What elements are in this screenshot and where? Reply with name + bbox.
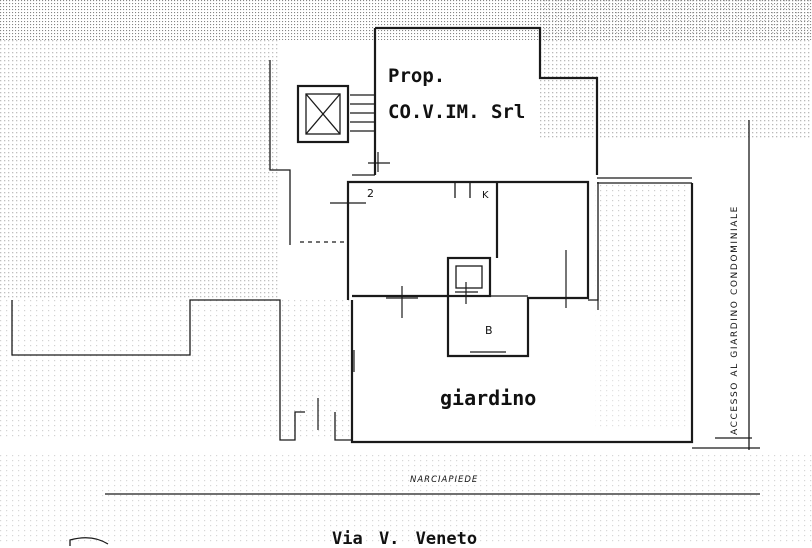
door-marks [300, 152, 599, 372]
scan-mark [69, 537, 109, 546]
bathroom-letter-label: B [485, 324, 493, 337]
garden-label: giardino [440, 386, 536, 410]
garden-area [317, 177, 694, 444]
owner-building [352, 26, 599, 176]
elevator-shaft [296, 84, 375, 144]
condo-access-label: ACCESSO AL GIARDINO CONDOMINIALE [730, 205, 740, 435]
street-name-label: Via V. Veneto [332, 529, 477, 548]
owner-label-line2: CO.V.IM. Srl [388, 101, 525, 123]
owner-label-line1: Prop. [388, 65, 445, 87]
room-number-label: 2 [367, 187, 374, 200]
apartment-walls [346, 180, 599, 358]
kitchen-letter-label: K [482, 190, 489, 201]
condo-access-corridor [692, 120, 760, 450]
sidewalk-label: NARCIAPIEDE [410, 475, 478, 485]
neighbour-outline [11, 60, 305, 441]
